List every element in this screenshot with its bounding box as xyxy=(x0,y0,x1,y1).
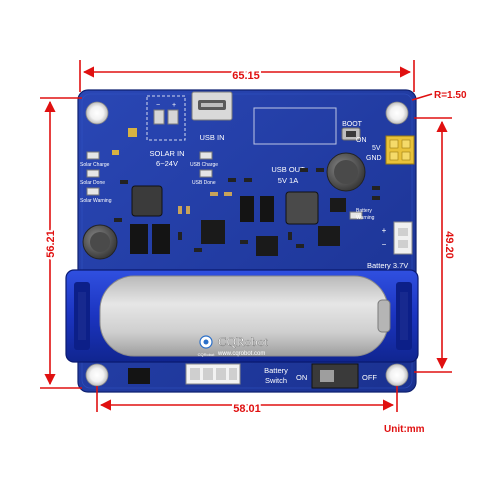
battery-warning-label-1: Battery xyxy=(356,208,372,214)
unit-label: Unit:mm xyxy=(384,424,425,435)
battery-connector xyxy=(393,221,413,255)
ic-chips xyxy=(130,196,346,256)
battery-warning-label-2: Warning xyxy=(356,215,375,221)
bottom-led-array xyxy=(128,363,241,385)
inductor-left xyxy=(82,224,118,260)
power-inductor xyxy=(285,191,319,225)
brand-badge: CQRobot xyxy=(198,352,216,357)
dimension-left-height xyxy=(40,97,82,389)
usb-leds xyxy=(199,151,213,178)
usb-in-connector xyxy=(191,91,233,121)
battery-switch-label-2: Switch xyxy=(265,376,287,385)
dimension-right-height xyxy=(414,117,452,373)
dimension-top-width xyxy=(79,60,415,92)
battery-plus-mark: + xyxy=(382,226,387,235)
switch-on-label: ON xyxy=(296,373,307,382)
power-inductor xyxy=(131,185,163,217)
boot-label: BOOT xyxy=(342,121,363,128)
solar-done-label: Solar Done xyxy=(80,180,105,186)
usb-in-label: USB IN xyxy=(199,133,224,142)
solar-leds xyxy=(86,151,100,196)
solar-in-label: SOLAR IN xyxy=(149,149,184,158)
battery-cell xyxy=(99,275,391,357)
solar-warning-label: Solar Warning xyxy=(80,198,112,204)
mounting-hole-bottom-left xyxy=(85,363,109,387)
mounting-holes xyxy=(85,101,409,387)
dimension-top-width-value: 65.15 xyxy=(232,70,260,82)
dimension-right-height-value: 49.20 xyxy=(443,231,455,259)
dimension-corner-radius-value: R=1.50 xyxy=(434,90,467,101)
mounting-hole-top-right xyxy=(385,101,409,125)
boot-button xyxy=(341,127,361,141)
solar-in-terminal: − + xyxy=(146,95,186,141)
dimension-bottom-width xyxy=(96,386,398,412)
header-pins xyxy=(385,135,415,165)
usb-out-rating-label: 5V 1A xyxy=(278,176,298,185)
solar-minus-mark: − xyxy=(156,102,160,109)
cqrobot-logo xyxy=(199,335,213,349)
smd-components xyxy=(114,168,380,252)
usb-out-label: USB OUT xyxy=(271,165,305,174)
test-pad xyxy=(112,150,119,155)
battery-warning-led xyxy=(349,211,363,220)
mounting-hole-top-left xyxy=(85,101,109,125)
battery-switch-label-1: Battery xyxy=(264,366,288,375)
switch-off-label: OFF xyxy=(362,373,377,382)
usb-charge-label: USB Charge xyxy=(190,162,218,168)
test-pad xyxy=(128,128,137,137)
battery-voltage-label: Battery 3.7V xyxy=(367,261,408,270)
solar-voltage-label: 6~24V xyxy=(156,159,178,168)
dimension-left-height-value: 56.21 xyxy=(45,230,57,258)
on-label: ON xyxy=(356,137,367,144)
solar-charge-label: Solar Charge xyxy=(80,162,110,168)
brand-name: CQRobot xyxy=(218,334,268,349)
brand-url: www.cqrobot.com xyxy=(217,351,265,357)
dimension-corner-radius xyxy=(411,93,433,101)
usb-out-port xyxy=(253,107,337,145)
dimension-bottom-width-value: 58.01 xyxy=(233,403,261,415)
five-v-label: 5V xyxy=(372,145,381,152)
usb-done-label: USB Done xyxy=(192,180,216,186)
gnd-label: GND xyxy=(366,155,382,162)
mounting-hole-bottom-right xyxy=(385,363,409,387)
battery-minus-mark: − xyxy=(382,240,387,249)
inductor-large xyxy=(326,152,366,192)
solar-plus-mark: + xyxy=(172,102,176,109)
battery-switch xyxy=(311,363,359,389)
